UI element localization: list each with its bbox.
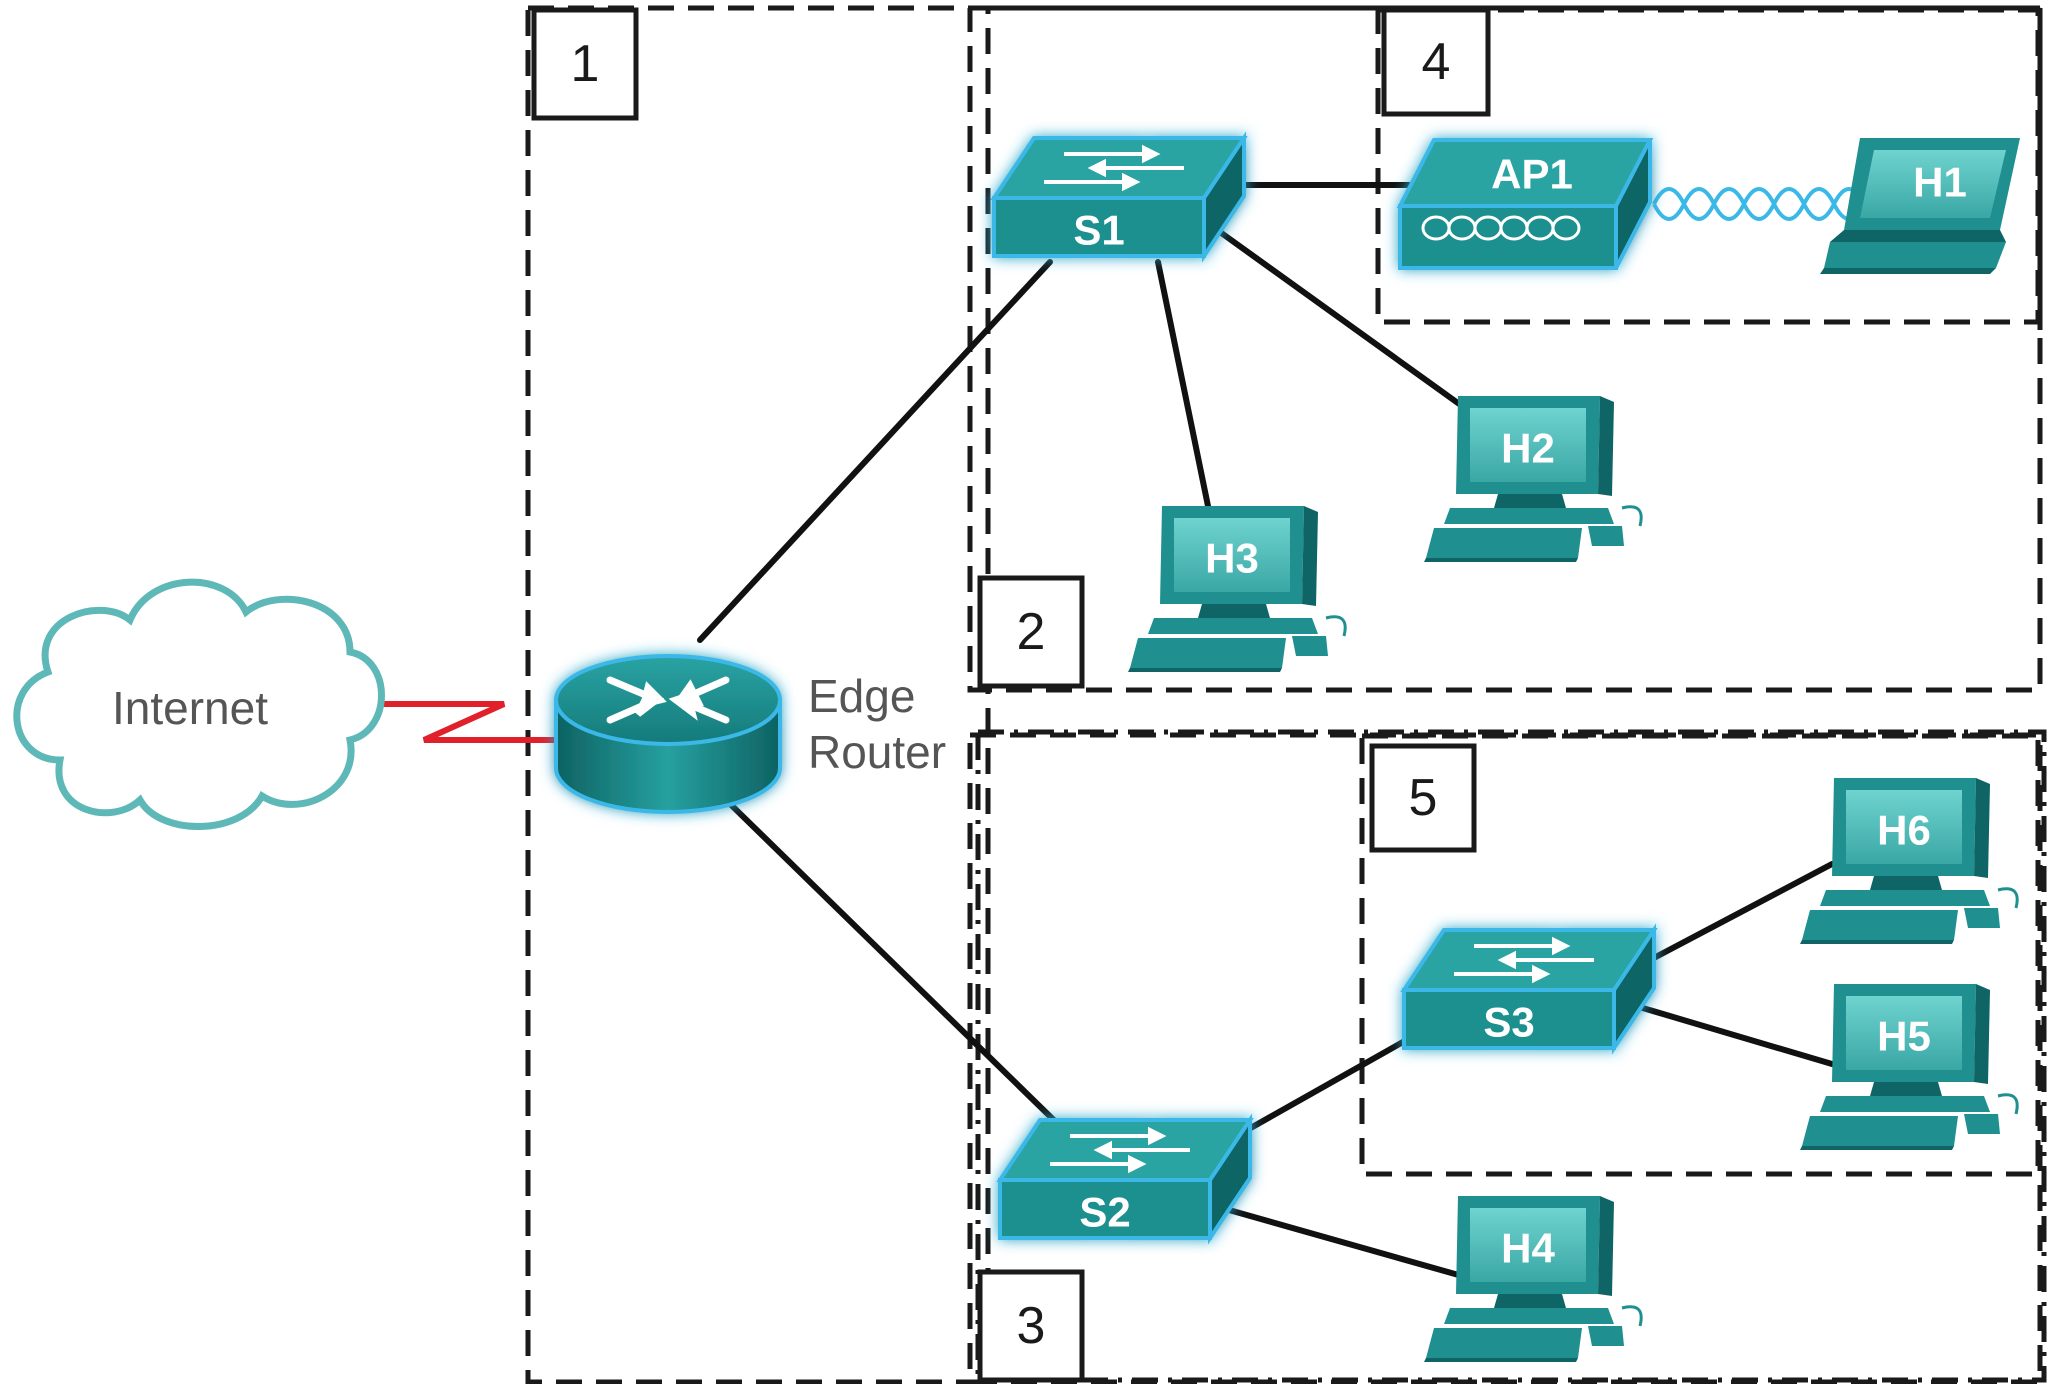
host-h5-label: H5 — [1877, 1013, 1931, 1060]
host-h6[interactable]: H6 — [1800, 778, 2019, 944]
zone-1-label: 1 — [531, 7, 639, 121]
host-h4-label: H4 — [1501, 1225, 1555, 1272]
internet-cloud[interactable]: Internet — [13, 578, 385, 830]
link-s2-h4 — [1219, 1205, 1465, 1279]
switch-s2[interactable]: S2 — [996, 1113, 1254, 1245]
desktop-pc-icon — [1128, 506, 1347, 672]
switch-icon — [996, 1113, 1254, 1245]
desktop-pc-icon — [1800, 984, 2019, 1150]
desktop-pc-icon — [1800, 778, 2019, 944]
host-h4[interactable]: H4 — [1424, 1196, 1643, 1362]
switch-s2-label: S2 — [1079, 1189, 1130, 1236]
svg-text:5: 5 — [1409, 769, 1438, 827]
laptop-icon — [1820, 138, 2020, 274]
desktop-pc-icon — [1424, 396, 1643, 562]
switch-s3-label: S3 — [1483, 999, 1534, 1046]
link-s3-h6 — [1647, 861, 1835, 963]
access-point-label: AP1 — [1491, 151, 1573, 198]
host-h6-label: H6 — [1877, 807, 1931, 854]
router-label-line1: Edge — [808, 670, 915, 722]
svg-text:1: 1 — [571, 35, 600, 93]
router-icon — [554, 654, 782, 814]
desktop-pc-icon — [1424, 1196, 1643, 1362]
host-h3-label: H3 — [1205, 535, 1259, 582]
switch-s1[interactable]: S1 — [990, 131, 1248, 263]
switch-s3[interactable]: S3 — [1400, 923, 1658, 1055]
laptop-h1[interactable]: H1 — [1820, 138, 2020, 274]
host-h2-label: H2 — [1501, 425, 1555, 472]
access-point-ap1[interactable]: AP1 — [1396, 138, 1654, 270]
switch-s1-label: S1 — [1073, 207, 1124, 254]
zones — [525, 5, 2047, 1384]
switch-icon — [990, 131, 1248, 263]
link-s3-h5 — [1633, 1003, 1835, 1067]
link-router-s2 — [719, 793, 1067, 1133]
link-router-s1 — [697, 259, 1053, 643]
host-h5[interactable]: H5 — [1800, 984, 2019, 1150]
svg-text:2: 2 — [1017, 603, 1046, 661]
serial-link-internet-router — [374, 701, 556, 743]
zone-5-boundary — [1359, 733, 2041, 1177]
zone-4-label: 4 — [1381, 7, 1491, 117]
router-label-line2: Router — [808, 726, 946, 778]
host-h2[interactable]: H2 — [1424, 396, 1643, 562]
cloud-icon — [13, 578, 385, 830]
link-s2-s3 — [1237, 1035, 1413, 1137]
link-s1-h3 — [1155, 259, 1211, 509]
zone-3-outer-dashdot — [975, 729, 2047, 1383]
host-h3[interactable]: H3 — [1128, 506, 1347, 672]
svg-text:4: 4 — [1422, 33, 1451, 91]
laptop-label: H1 — [1913, 159, 1967, 206]
link-s1-h2 — [1217, 229, 1465, 409]
zone-2-label: 2 — [977, 575, 1085, 689]
zone-2-boundary — [967, 5, 2043, 693]
zone-4-boundary — [1375, 7, 2041, 325]
switch-icon — [1400, 923, 1658, 1055]
svg-text:3: 3 — [1017, 1297, 1046, 1355]
zone-1-boundary — [525, 5, 991, 1384]
access-point-icon — [1396, 138, 1654, 270]
zone-3-label: 3 — [977, 1269, 1085, 1383]
zone-5-label: 5 — [1369, 743, 1477, 853]
edge-router[interactable] — [554, 654, 782, 814]
zone-labels: 1 2 3 4 5 — [531, 7, 1491, 1383]
cloud-label: Internet — [112, 682, 268, 734]
